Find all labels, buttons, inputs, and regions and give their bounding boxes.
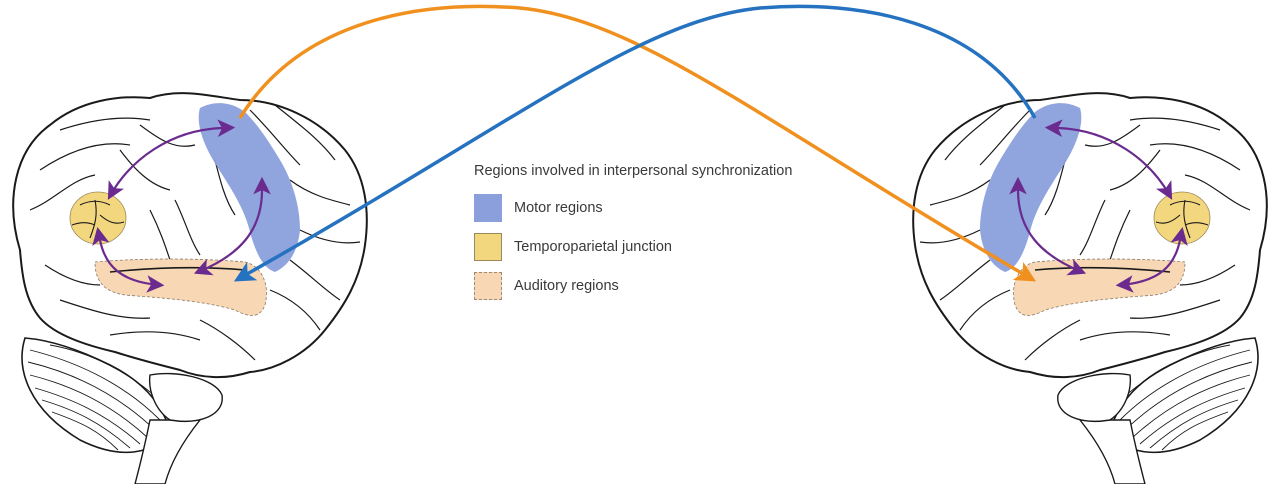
motor-swatch xyxy=(474,193,502,222)
legend-label: Motor regions xyxy=(514,199,603,216)
right-brain xyxy=(912,92,1268,484)
left-brain-drawing xyxy=(12,92,368,484)
left-arrow-motor-auditory xyxy=(193,176,271,276)
blue-link-arrow xyxy=(233,4,1037,282)
legend: Regions involved in interpersonal synchr… xyxy=(474,163,792,305)
tpj-swatch xyxy=(474,232,502,261)
legend-label: Auditory regions xyxy=(514,277,619,294)
right-brain-internal-arrows xyxy=(1009,119,1188,293)
right-arrow-tpj-auditory xyxy=(1115,227,1188,293)
left-arrow-tpj-auditory xyxy=(92,227,165,293)
right-arrow-motor-tpj xyxy=(1044,119,1173,200)
left-brain xyxy=(12,92,368,484)
auditory-swatch xyxy=(474,271,502,300)
legend-title: Regions involved in interpersonal synchr… xyxy=(474,163,793,179)
right-arrow-motor-auditory xyxy=(1009,176,1087,276)
right-brain-drawing xyxy=(912,92,1268,484)
legend-label: Temporoparietal junction xyxy=(514,238,672,255)
left-brain-internal-arrows xyxy=(92,119,271,293)
left-arrow-motor-tpj xyxy=(107,119,236,200)
legend-item-auditory: Auditory regions xyxy=(474,266,792,305)
legend-item-motor: Motor regions xyxy=(474,188,792,227)
orange-link-arrow xyxy=(238,4,1037,282)
legend-item-tpj: Temporoparietal junction xyxy=(474,227,792,266)
